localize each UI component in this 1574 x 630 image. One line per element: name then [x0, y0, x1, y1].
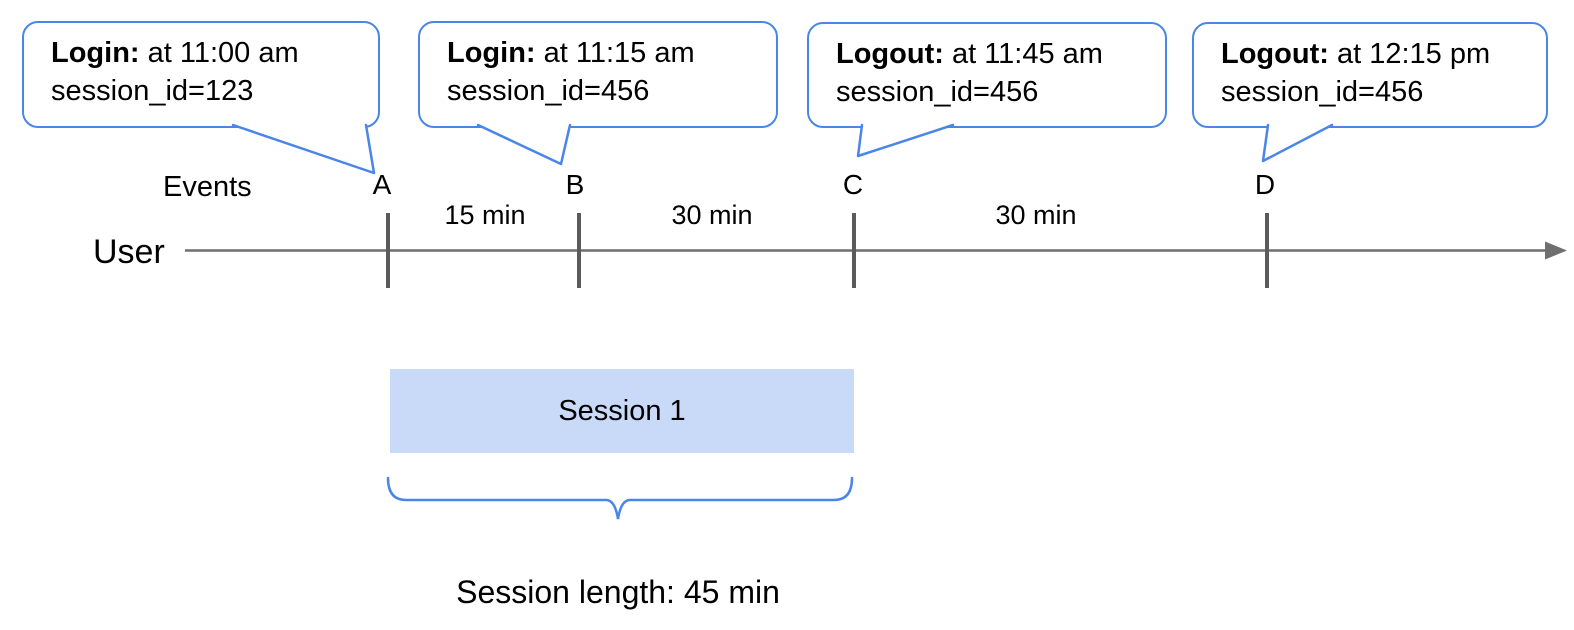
event-marker-c: C — [842, 169, 864, 200]
event-type-label: Login: — [51, 37, 140, 69]
events-label: Events — [163, 171, 252, 203]
callout-tail-d — [1261, 123, 1334, 163]
callout-tail-b — [476, 123, 572, 166]
callout-title-line: Login: at 11:00 am — [51, 34, 368, 72]
event-marker-b: B — [565, 169, 585, 200]
callout-session-line: session_id=123 — [51, 75, 254, 107]
event-type-label: Logout: — [1221, 38, 1329, 70]
callout-session-line: session_id=456 — [836, 76, 1039, 108]
callout-event-d: Logout: at 12:15 pm session_id=456 — [1192, 22, 1548, 128]
interval-a-b-label: 15 min — [444, 200, 526, 230]
callout-session-line: session_id=456 — [447, 75, 650, 107]
callout-event-c: Logout: at 11:45 am session_id=456 — [807, 22, 1167, 128]
event-time-text: at 11:15 am — [535, 37, 695, 69]
interval-c-d-label: 30 min — [995, 200, 1077, 230]
interval-b-c-label: 30 min — [671, 200, 753, 230]
event-time-text: at 11:00 am — [139, 37, 299, 69]
event-type-label: Login: — [447, 37, 536, 69]
callout-tail-c — [856, 123, 955, 158]
event-type-label: Logout: — [836, 38, 944, 70]
session-box: Session 1 — [390, 369, 854, 453]
callout-title-line: Login: at 11:15 am — [447, 34, 766, 72]
callout-title-line: Logout: at 12:15 pm — [1221, 35, 1536, 73]
event-time-text: at 11:45 am — [943, 38, 1103, 70]
callout-event-b: Login: at 11:15 am session_id=456 — [418, 21, 778, 128]
callout-tail-a — [231, 123, 376, 175]
event-marker-d: D — [1254, 169, 1276, 200]
session-brace — [386, 476, 854, 520]
event-marker-a: A — [372, 169, 392, 200]
callout-title-line: Logout: at 11:45 am — [836, 35, 1155, 73]
session-length-label: Session length: 45 min — [456, 574, 780, 610]
event-time-text: at 12:15 pm — [1328, 38, 1491, 70]
timeline-axis-label: User — [93, 233, 165, 271]
session-box-label: Session 1 — [558, 394, 686, 427]
callout-session-line: session_id=456 — [1221, 76, 1424, 108]
callout-event-a: Login: at 11:00 am session_id=123 — [22, 21, 380, 128]
timeline-arrowhead-icon — [1545, 241, 1567, 260]
